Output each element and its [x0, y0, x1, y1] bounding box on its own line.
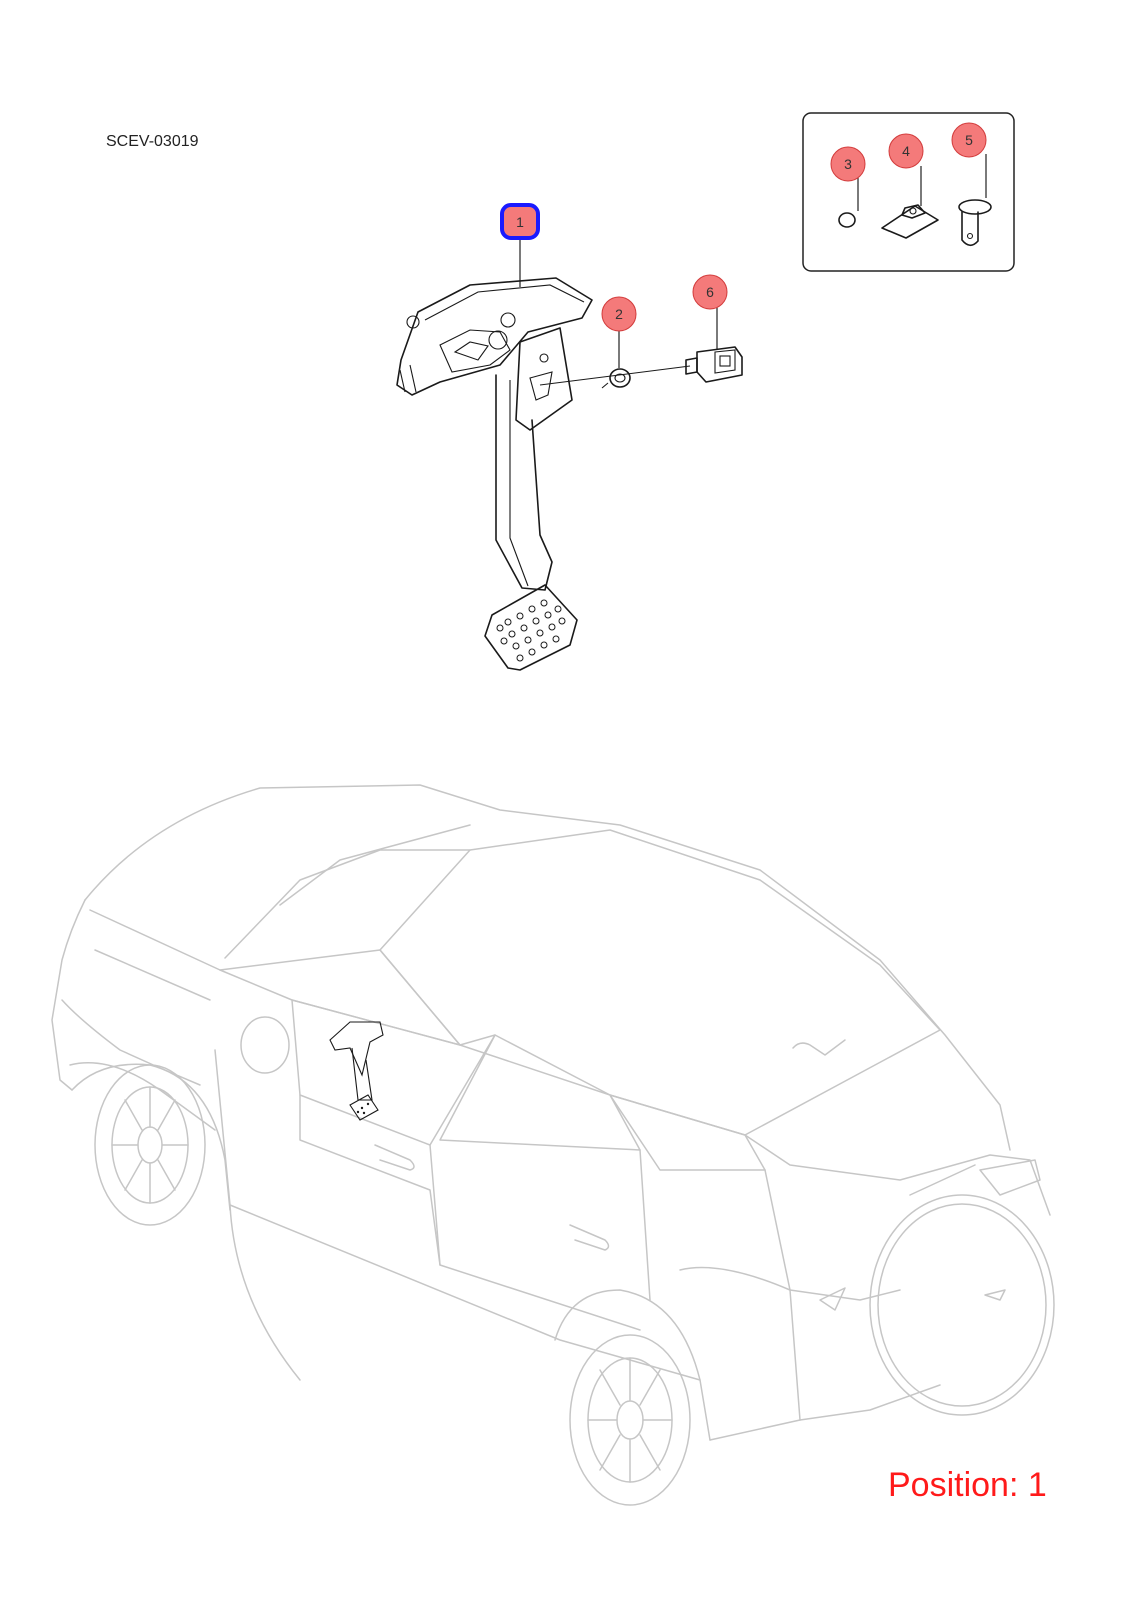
diagram-code: SCEV-03019 — [106, 133, 199, 150]
callout-4[interactable]: 4 — [888, 133, 924, 169]
position-label: Position: 1 — [888, 1466, 1047, 1504]
stop-lamp-switch-icon[interactable] — [685, 346, 743, 383]
small-parts-inset-box — [802, 112, 1015, 272]
clip-nut-icon[interactable] — [881, 204, 939, 239]
callouts: 1 2 3 4 5 6 — [500, 122, 987, 332]
leader-lines — [519, 154, 987, 368]
brake-pedal-assembly-icon[interactable] — [396, 277, 593, 671]
callout-6[interactable]: 6 — [692, 274, 728, 310]
suv-outline-icon — [51, 784, 1055, 1506]
clip-icon[interactable] — [601, 368, 631, 389]
callout-1-label: 1 — [516, 214, 524, 230]
callout-2-label: 2 — [615, 306, 623, 322]
callout-5-label: 5 — [965, 132, 973, 148]
callout-5[interactable]: 5 — [951, 122, 987, 158]
callout-4-label: 4 — [902, 143, 910, 159]
clip-icon[interactable] — [838, 212, 856, 228]
callout-1[interactable]: 1 — [500, 203, 540, 240]
callout-3[interactable]: 3 — [830, 146, 866, 182]
callout-2[interactable]: 2 — [601, 296, 637, 332]
assembly-axis-line — [539, 365, 691, 386]
callout-6-label: 6 — [706, 284, 714, 300]
clevis-pin-icon[interactable] — [958, 199, 992, 247]
callout-3-label: 3 — [844, 156, 852, 172]
brake-pedal-location-icon — [329, 1021, 384, 1121]
